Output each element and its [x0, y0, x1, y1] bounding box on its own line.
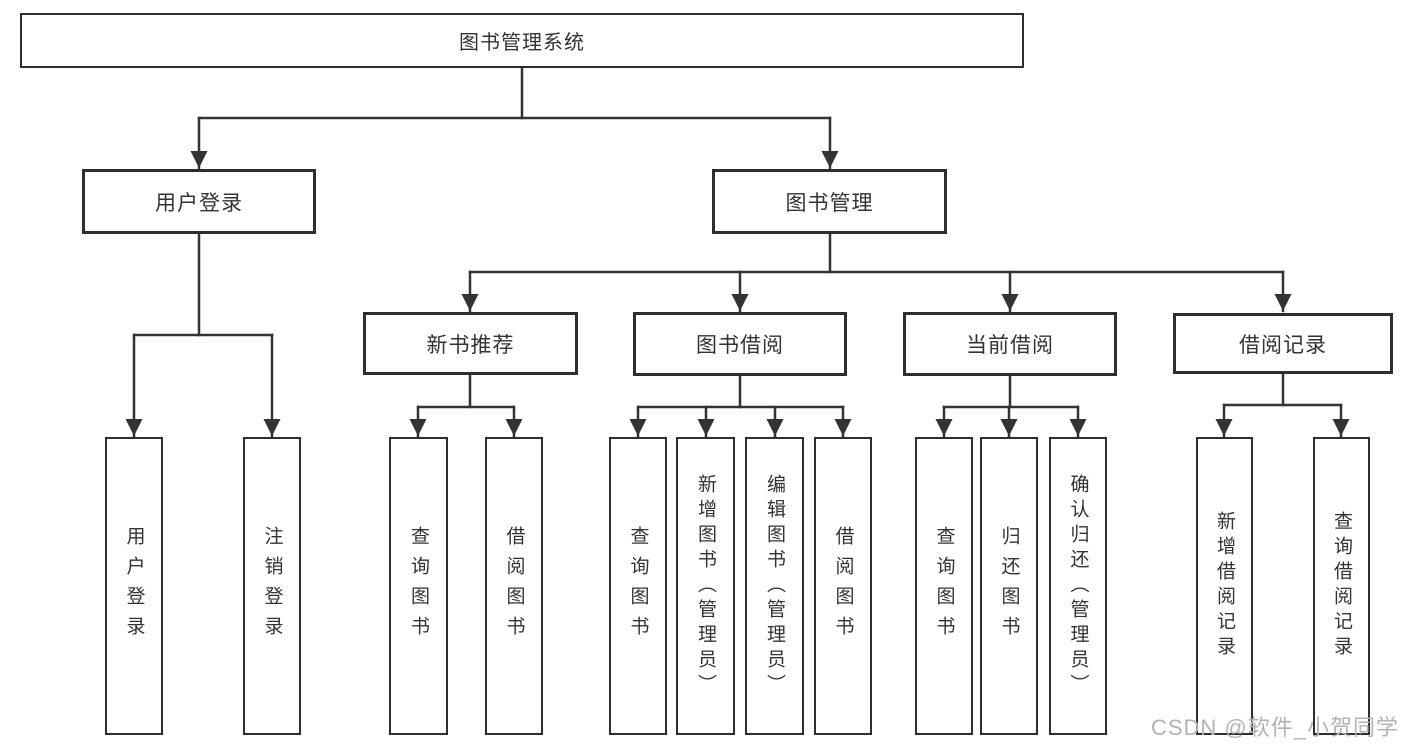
leaf-user-login-label: 用户登录 [123, 526, 145, 646]
leaf-return-books: 归还图书 [980, 437, 1038, 735]
node-borrow-records-label: 借阅记录 [1239, 333, 1327, 357]
leaf-borrow-books-recommend-label: 借阅图书 [503, 526, 525, 646]
leaf-add-borrow-record: 新增借阅记录 [1196, 437, 1253, 735]
node-current-borrow-label: 当前借阅 [966, 334, 1054, 357]
leaf-user-login: 用户登录 [105, 437, 163, 735]
node-current-borrow: 当前借阅 [903, 312, 1117, 376]
node-new-book-recommend-label: 新书推荐 [426, 333, 515, 357]
leaf-query-books-recommend: 查询图书 [389, 437, 448, 735]
leaf-query-books-current: 查询图书 [915, 437, 973, 735]
leaf-add-borrow-record-label: 新增借阅记录 [1214, 511, 1235, 661]
node-book-management: 图书管理 [712, 169, 947, 234]
node-book-borrow: 图书借阅 [633, 312, 847, 376]
node-library-system-label: 图书管理系统 [459, 32, 585, 54]
csdn-watermark: CSDN @软件_小贺同学 [1150, 715, 1399, 740]
leaf-logout-login-label: 注销登录 [261, 526, 283, 646]
node-book-borrow-label: 图书借阅 [696, 334, 784, 357]
node-library-system: 图书管理系统 [20, 13, 1024, 68]
leaf-logout-login: 注销登录 [243, 437, 301, 735]
node-borrow-records: 借阅记录 [1173, 313, 1393, 374]
leaf-confirm-return-admin-label: 确认归还（管理员） [1067, 473, 1089, 699]
leaf-return-books-label: 归还图书 [998, 526, 1020, 646]
node-book-management-label: 图书管理 [785, 191, 874, 215]
leaf-edit-books-admin: 编辑图书（管理员） [745, 437, 804, 735]
leaf-query-books-recommend-label: 查询图书 [408, 526, 429, 646]
leaf-add-books-admin-label: 新增图书（管理员） [695, 473, 716, 699]
leaf-borrow-books-borrow: 借阅图书 [814, 437, 872, 735]
leaf-borrow-books-recommend: 借阅图书 [485, 437, 543, 735]
leaf-query-books-borrow: 查询图书 [609, 437, 667, 735]
node-user-login-label: 用户登录 [155, 191, 243, 215]
node-new-book-recommend: 新书推荐 [363, 312, 578, 375]
node-user-login: 用户登录 [82, 169, 316, 234]
leaf-query-books-borrow-label: 查询图书 [627, 526, 649, 646]
leaf-edit-books-admin-label: 编辑图书（管理员） [764, 473, 785, 699]
leaf-query-borrow-record-label: 查询借阅记录 [1331, 511, 1352, 661]
leaf-query-books-current-label: 查询图书 [933, 526, 955, 646]
leaf-confirm-return-admin: 确认归还（管理员） [1049, 437, 1107, 735]
leaf-query-borrow-record: 查询借阅记录 [1313, 437, 1370, 735]
leaf-add-books-admin: 新增图书（管理员） [676, 437, 735, 735]
leaf-borrow-books-borrow-label: 借阅图书 [832, 526, 854, 646]
